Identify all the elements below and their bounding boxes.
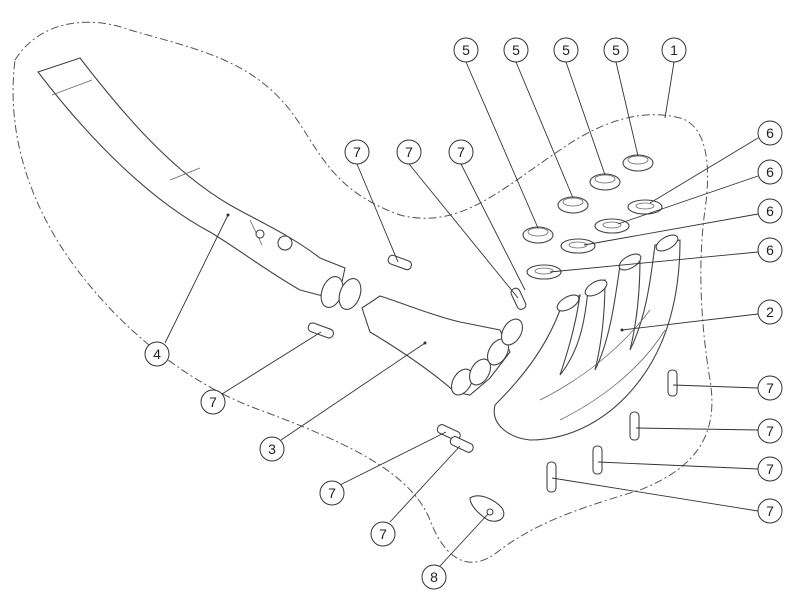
flanges-part-6	[526, 199, 663, 280]
svg-text:5: 5	[462, 42, 470, 58]
svg-text:6: 6	[766, 242, 774, 258]
callout-3: 3	[259, 436, 285, 462]
svg-text:7: 7	[766, 423, 774, 439]
svg-text:6: 6	[766, 164, 774, 180]
svg-text:7: 7	[766, 503, 774, 519]
callout-7: 7	[396, 139, 422, 165]
callout-7: 7	[370, 521, 396, 547]
svg-text:5: 5	[612, 42, 620, 58]
callout-7: 7	[757, 456, 783, 482]
svg-text:7: 7	[457, 144, 465, 160]
svg-text:7: 7	[379, 526, 387, 542]
callout-7: 7	[757, 498, 783, 524]
mid-pipe-part-3	[361, 295, 524, 396]
callout-5: 5	[453, 37, 479, 63]
springs-part-7	[307, 254, 678, 493]
callout-7: 7	[757, 418, 783, 444]
callout-6: 6	[757, 237, 783, 263]
callout-4: 4	[144, 341, 170, 367]
headers-part-2	[493, 234, 681, 441]
callout-7: 7	[757, 375, 783, 401]
svg-text:7: 7	[328, 485, 336, 501]
callout-5: 5	[553, 37, 579, 63]
svg-text:6: 6	[766, 125, 774, 141]
callout-1: 1	[661, 37, 687, 63]
callout-5: 5	[603, 37, 629, 63]
svg-text:5: 5	[512, 42, 520, 58]
bracket-part-8	[469, 495, 505, 522]
svg-text:6: 6	[766, 203, 774, 219]
link-pipe-part-4	[37, 57, 362, 310]
svg-text:7: 7	[766, 461, 774, 477]
svg-text:1: 1	[670, 42, 678, 58]
callout-6: 6	[757, 120, 783, 146]
callout-7: 7	[448, 139, 474, 165]
callout-2: 2	[757, 299, 783, 325]
kit-boundary-outline	[12, 21, 713, 563]
callout-7: 7	[344, 139, 370, 165]
leader-lines	[164, 61, 759, 567]
svg-text:8: 8	[430, 569, 438, 585]
svg-text:2: 2	[766, 304, 774, 320]
callout-5: 5	[503, 37, 529, 63]
callout-7: 7	[200, 389, 226, 415]
svg-text:7: 7	[766, 380, 774, 396]
svg-text:7: 7	[209, 394, 217, 410]
svg-text:3: 3	[268, 441, 276, 457]
callout-8: 8	[421, 564, 447, 590]
callout-6: 6	[757, 198, 783, 224]
gasket-rings-part-5	[522, 154, 654, 244]
svg-text:7: 7	[353, 144, 361, 160]
callout-7: 7	[319, 480, 345, 506]
svg-text:4: 4	[153, 346, 161, 362]
svg-text:7: 7	[405, 144, 413, 160]
callout-6: 6	[757, 159, 783, 185]
svg-text:5: 5	[562, 42, 570, 58]
